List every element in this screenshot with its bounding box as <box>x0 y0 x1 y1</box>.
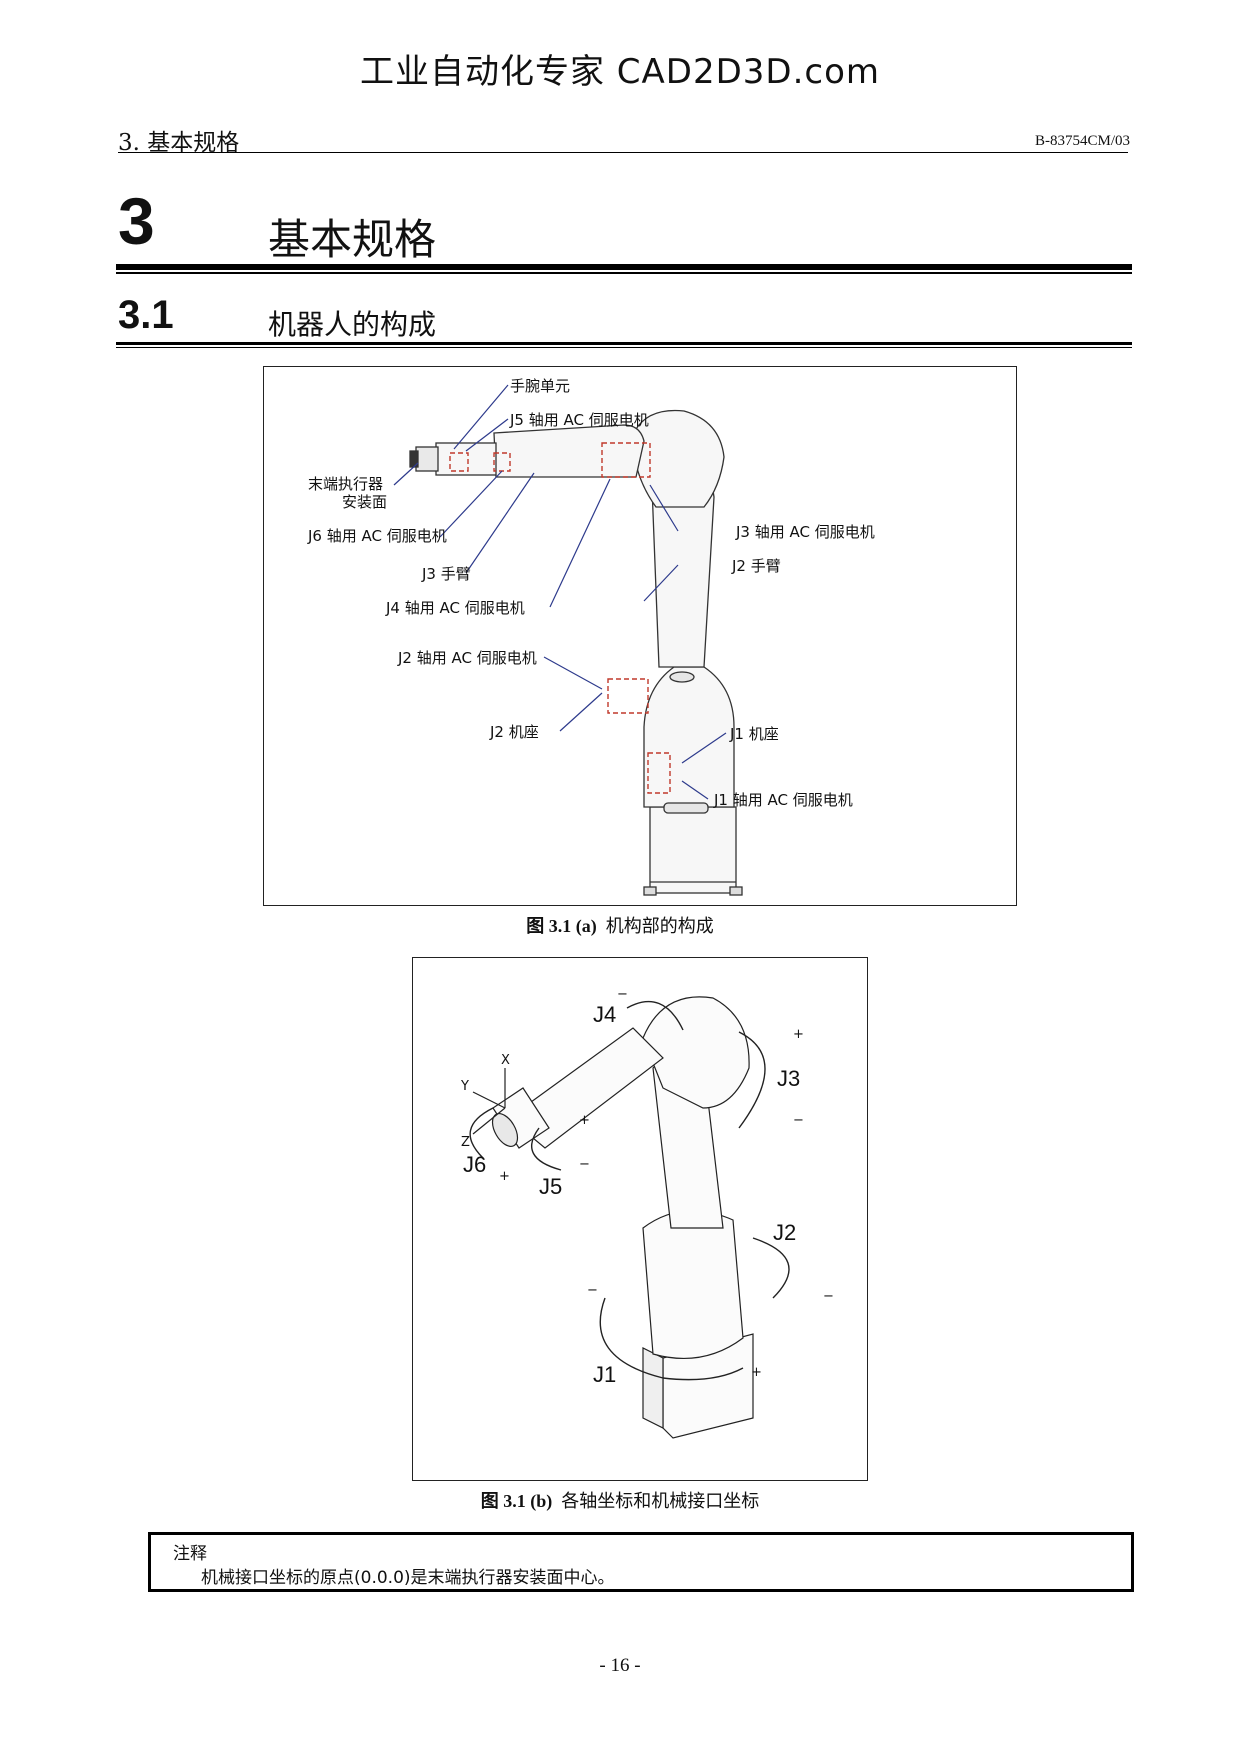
j6-plus: + <box>499 1169 510 1184</box>
chapter-rule-thin <box>116 272 1132 274</box>
label-j3-arm: J3 手臂 <box>421 565 471 583</box>
j5-arrow <box>530 1127 562 1171</box>
figure-a-frame: 手腕单元 J5 轴用 AC 伺服电机 末端执行器 安装面 J6 轴用 AC 伺服… <box>263 366 1017 906</box>
section-title: 机器人的构成 <box>268 308 437 341</box>
note-text: 机械接口坐标的原点(0.0.0)是末端执行器安装面中心。 <box>201 1568 615 1588</box>
j4-minus: − <box>617 987 628 1002</box>
label-end-effector-1: 末端执行器 <box>308 475 383 493</box>
figure-a-robot-drawing: 手腕单元 J5 轴用 AC 伺服电机 末端执行器 安装面 J6 轴用 AC 伺服… <box>307 377 875 896</box>
label-j4-motor: J4 轴用 AC 伺服电机 <box>385 599 525 617</box>
j3-casting-shape <box>642 996 750 1109</box>
axis-j5-label: J5 <box>539 1174 562 1199</box>
j6-motor-outline <box>449 452 469 472</box>
j5-minus: − <box>579 1157 590 1172</box>
section-rule-thin <box>116 347 1132 348</box>
label-j6-motor: J6 轴用 AC 伺服电机 <box>307 527 447 545</box>
j1-minus: − <box>587 1283 598 1298</box>
j2-minus: − <box>823 1289 834 1304</box>
running-header-left: 3. 基本规格 <box>118 130 240 156</box>
j5-plus: + <box>579 1113 590 1128</box>
label-end-effector-2: 安装面 <box>342 493 387 511</box>
page-number: - 16 - <box>599 1655 641 1676</box>
j3-minus: − <box>793 1113 804 1128</box>
y-axis-line <box>472 1091 506 1109</box>
axis-j1-label: J1 <box>593 1362 616 1387</box>
lower-body-shape <box>642 1210 744 1360</box>
j2-arrow <box>752 1237 790 1299</box>
note-box: 注释 机械接口坐标的原点(0.0.0)是末端执行器安装面中心。 <box>148 1532 1134 1592</box>
j3-arrow <box>738 1031 766 1129</box>
label-j2-arm: J2 手臂 <box>731 557 781 575</box>
figure-b-caption: 图 3.1 (b) 各轴坐标和机械接口坐标 <box>0 1487 1240 1513</box>
axis-j4-label: J4 <box>593 1002 616 1027</box>
label-j1-motor: J1 轴用 AC 伺服电机 <box>713 791 853 809</box>
label-j2-base: J2 机座 <box>489 723 539 741</box>
j2-motor-outline <box>607 678 649 714</box>
label-j1-base: J1 机座 <box>729 725 779 743</box>
j6-arrow <box>469 1107 494 1159</box>
wrist-shape <box>435 442 497 476</box>
j1-motor-outline <box>647 752 671 794</box>
z-axis-line <box>472 1107 506 1135</box>
axis-label-x: X <box>501 1053 510 1068</box>
j3-casting-shape <box>631 409 725 508</box>
j3-plus: + <box>793 1027 804 1042</box>
figure-b-caption-number: 图 3.1 (b) <box>480 1491 553 1511</box>
axis-label-z: Z <box>461 1135 470 1150</box>
j1-arrow <box>599 1297 744 1381</box>
j3-motor-outline <box>601 442 651 478</box>
figure-b-frame: X Y Z J4 J3 J6 J5 J2 J1 − + − + − + − − … <box>412 957 868 1481</box>
j4-arrow <box>626 1000 684 1031</box>
figure-b-robot-drawing: X Y Z J4 J3 J6 J5 J2 J1 − + − + − + − − … <box>460 987 834 1439</box>
note-title: 注释 <box>173 1544 207 1564</box>
chapter-title: 基本规格 <box>268 215 437 264</box>
chapter-number: 3 <box>118 184 155 258</box>
label-wrist-unit: 手腕单元 <box>510 377 570 395</box>
watermark-text: 工业自动化专家 CAD2D3D.com <box>359 52 881 92</box>
axis-j2-label: J2 <box>773 1220 796 1245</box>
header-rule <box>118 152 1128 153</box>
figure-a-caption: 图 3.1 (a) 机构部的构成 <box>0 912 1240 938</box>
j3-arm-shape <box>493 424 645 478</box>
section-rule-thick <box>116 342 1132 345</box>
axis-j6-label: J6 <box>463 1152 486 1177</box>
section-number: 3.1 <box>118 293 174 337</box>
figure-a-caption-number: 图 3.1 (a) <box>526 916 597 936</box>
running-header-right: B-83754CM/03 <box>1034 133 1130 149</box>
axis-label-y: Y <box>460 1079 469 1094</box>
axis-j3-label: J3 <box>777 1066 800 1091</box>
figure-a-caption-text: 机构部的构成 <box>605 916 714 936</box>
label-j5-motor: J5 轴用 AC 伺服电机 <box>509 411 649 429</box>
chapter-rule-thick <box>116 264 1132 270</box>
label-j2-motor: J2 轴用 AC 伺服电机 <box>397 649 537 667</box>
j1-base-shape <box>649 806 737 894</box>
label-j3-motor: J3 轴用 AC 伺服电机 <box>735 523 875 541</box>
figure-b-caption-text: 各轴坐标和机械接口坐标 <box>561 1491 760 1511</box>
j1-plus: + <box>751 1365 762 1380</box>
